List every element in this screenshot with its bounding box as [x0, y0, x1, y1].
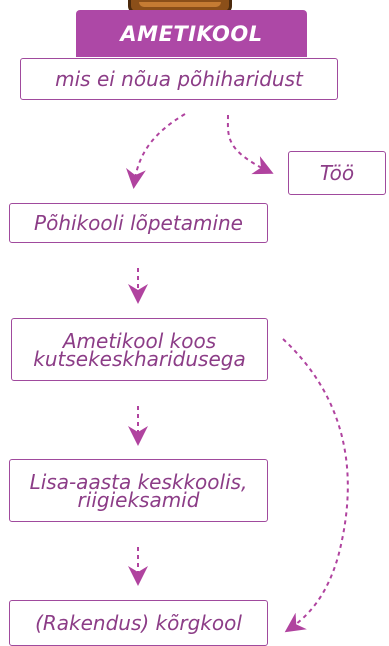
- title-banner: AMETIKOOL: [76, 10, 307, 57]
- arrow-top-to-work: [226, 114, 274, 175]
- vocational-node-line-2: kutsekeskharidusega: [33, 346, 246, 371]
- extra-year-node-line-1: Lisa-aasta keskkoolis,: [29, 469, 248, 494]
- vocational-node-line-1: Ametikool koos: [62, 328, 217, 353]
- arrow-vocational-to-college: [282, 338, 349, 633]
- arrow-top-to-basic: [126, 113, 186, 189]
- college-node-label: (Rakendus) kõrgkool: [35, 611, 242, 635]
- extra-year-node-line-2: riigieksamid: [77, 487, 200, 512]
- extra-year-node: Lisa-aasta keskkoolis, riigieksamid: [9, 459, 268, 522]
- vocational-node: Ametikool koos kutsekeskharidusega: [11, 318, 268, 381]
- diagram-title: AMETIKOOL: [120, 21, 263, 46]
- college-node: (Rakendus) kõrgkool: [9, 600, 268, 646]
- top-node-label: mis ei nõua põhiharidust: [55, 67, 303, 91]
- basic-school-node-label: Põhikooli lõpetamine: [34, 211, 243, 235]
- top-node: mis ei nõua põhiharidust: [20, 58, 338, 100]
- basic-school-node: Põhikooli lõpetamine: [9, 203, 268, 243]
- work-node-label: Töö: [319, 161, 355, 185]
- work-node: Töö: [288, 151, 386, 195]
